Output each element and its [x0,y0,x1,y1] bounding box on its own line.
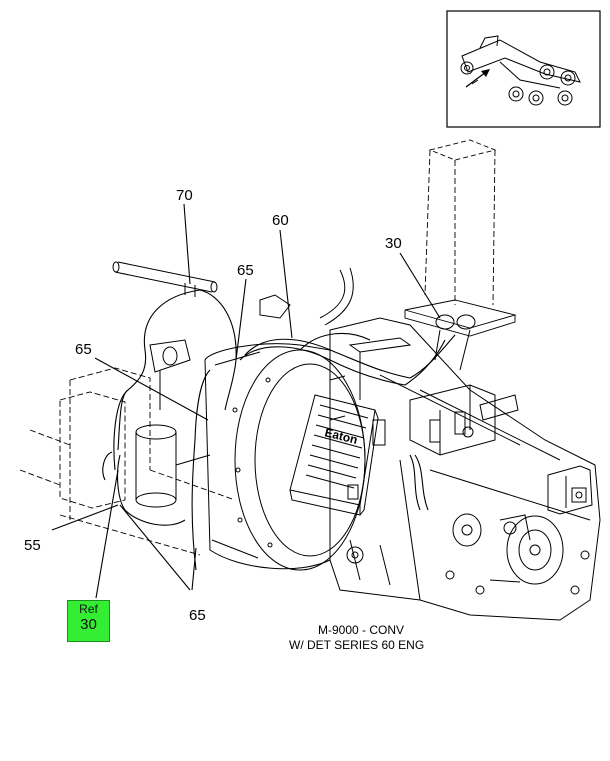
callout-55: 55 [24,537,41,554]
shift-cover [409,384,519,456]
leader-lines [51,203,441,599]
transmission-body [329,317,601,621]
callout-30: 30 [385,235,402,252]
range-cylinder [547,465,593,515]
bell-housing [204,343,366,571]
wiring-harness [102,289,456,571]
callout-65-bottom: 65 [189,607,206,624]
callout-65-top: 65 [237,262,254,279]
eaton-logo: Eaton [323,425,359,447]
model-caption-line1: M-9000 - CONV [318,623,404,637]
callout-60: 60 [272,212,289,229]
ecu-module [289,394,386,516]
locator-inset [446,10,601,128]
output-housing [445,513,590,595]
model-caption-line2: W/ DET SERIES 60 ENG [289,638,424,652]
callout-70: 70 [176,187,193,204]
starter-motor [135,339,211,508]
engine-outline [19,367,236,556]
callout-65-left: 65 [75,341,92,358]
air-tube [112,261,218,297]
ref-30-button[interactable]: Ref 30 [67,600,110,642]
harness-connectors [434,314,476,371]
pipe [259,267,354,326]
mount-bracket [404,139,517,337]
ref-label: Ref [79,602,98,616]
ref-number: 30 [80,616,97,633]
